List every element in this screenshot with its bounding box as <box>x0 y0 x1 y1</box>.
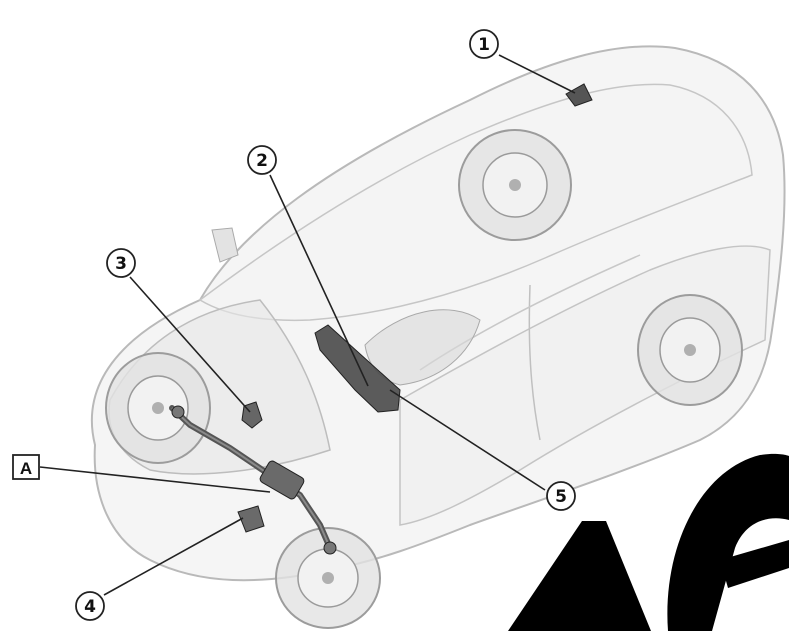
callout-1-label: 1 <box>478 35 490 55</box>
vehicle-illustration <box>90 45 786 629</box>
leader-line-2 <box>269 174 369 387</box>
callout-3: 3 <box>106 248 136 278</box>
leader-line-3 <box>129 276 251 413</box>
wheel-front-right <box>275 527 381 629</box>
leader-lines <box>39 54 576 596</box>
callout-a: A <box>12 454 40 480</box>
wheel-front-left <box>105 352 211 464</box>
component-4-module <box>237 505 265 533</box>
callout-4: 4 <box>75 591 105 621</box>
leader-line-5 <box>389 389 546 491</box>
leader-line-1 <box>498 54 576 94</box>
wheel-rear-left <box>458 129 572 241</box>
callout-5-label: 5 <box>555 487 567 507</box>
component-2-5-console-unit <box>314 324 401 413</box>
vehicle-mirror <box>211 227 239 263</box>
leader-line-a <box>39 466 271 493</box>
callout-a-label: A <box>20 459 32 478</box>
leader-line-4 <box>103 517 244 596</box>
callout-2: 2 <box>247 145 277 175</box>
callout-5: 5 <box>546 481 576 511</box>
steering-rack <box>169 405 337 555</box>
callout-3-label: 3 <box>115 254 127 274</box>
callout-4-label: 4 <box>84 597 96 617</box>
vehicle-door-line <box>528 284 541 441</box>
callout-2-label: 2 <box>256 151 268 171</box>
watermark-stroke-2 <box>667 453 789 631</box>
component-1-module <box>565 83 593 107</box>
wheel-rear-right <box>637 294 743 406</box>
components <box>169 83 593 555</box>
watermark-stroke-3 <box>720 540 789 588</box>
callout-1: 1 <box>469 29 499 59</box>
watermark-stroke-1 <box>508 521 651 631</box>
watermark <box>508 453 789 631</box>
